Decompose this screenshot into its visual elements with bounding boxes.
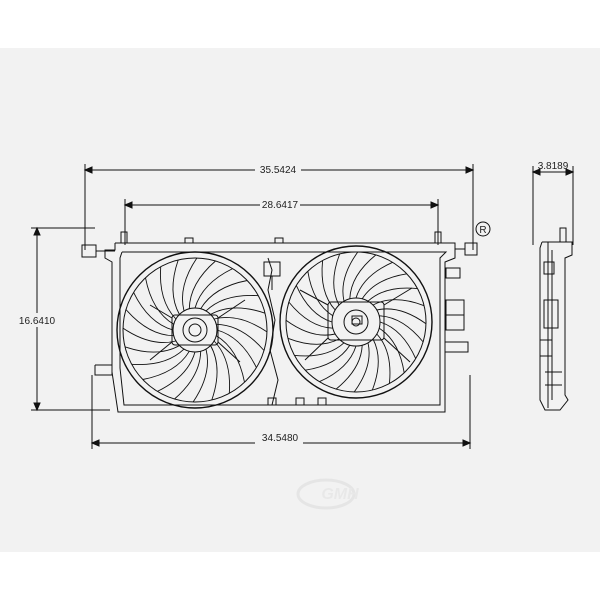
right-fan-blade bbox=[305, 344, 351, 371]
left-fan-blade bbox=[131, 348, 185, 366]
right-fan-blade bbox=[294, 342, 345, 357]
dim-label-overall-height: 16.6410 bbox=[19, 316, 56, 327]
left-fan-blade bbox=[188, 260, 216, 309]
left-fan-blade bbox=[125, 309, 174, 337]
dim-label-fan-center-width: 28.6417 bbox=[262, 200, 299, 211]
right-fan-blade bbox=[361, 273, 407, 300]
right-fan-blade bbox=[321, 260, 336, 311]
right-fan-blade bbox=[319, 345, 357, 383]
right-fan-blade bbox=[372, 299, 425, 307]
right-fan-blade bbox=[376, 308, 427, 325]
right-fan-blade bbox=[342, 251, 359, 302]
dim-label-overall-width-top: 35.5424 bbox=[260, 165, 297, 176]
left-fan-blade bbox=[192, 348, 208, 403]
label-bg-center bbox=[260, 197, 300, 211]
fan-shroud-frame bbox=[81, 231, 478, 413]
label-bg-height bbox=[15, 313, 59, 327]
label-bg-bottom bbox=[255, 431, 303, 445]
left-fan-blade bbox=[210, 345, 218, 401]
left-fan-blade bbox=[216, 323, 265, 351]
left-fan-blade bbox=[172, 259, 180, 315]
left-fan-blade bbox=[216, 329, 257, 368]
drawing-background bbox=[0, 48, 600, 552]
right-fan bbox=[279, 245, 433, 399]
registered-mark-icon bbox=[475, 221, 491, 237]
left-fan-blade bbox=[210, 307, 266, 315]
label-bg-top bbox=[255, 162, 301, 176]
right-fan-blade bbox=[355, 261, 393, 299]
right-fan-blade bbox=[378, 327, 405, 373]
left-fan-blade bbox=[213, 340, 231, 394]
dim-label-overall-width-bottom: 34.5480 bbox=[262, 433, 299, 444]
right-fan-blade bbox=[333, 253, 341, 306]
watermark-text: GMH bbox=[321, 486, 359, 503]
dimension-side-depth bbox=[531, 166, 575, 245]
left-fan-blade bbox=[133, 292, 174, 331]
right-fan-blade bbox=[376, 333, 391, 384]
dim-label-side-depth: 3.8189 bbox=[538, 161, 569, 172]
left-fan-blade bbox=[194, 268, 233, 309]
right-fan-blade bbox=[335, 345, 363, 390]
right-fan-blade bbox=[379, 321, 417, 359]
registered-mark-letter: R bbox=[479, 225, 486, 236]
right-fan-blade bbox=[349, 254, 377, 299]
left-fan-blade bbox=[145, 277, 174, 325]
left-fan-blade bbox=[157, 351, 196, 392]
right-fan-blade bbox=[288, 301, 333, 329]
left-fan-blade bbox=[159, 266, 177, 320]
left-fan-blade bbox=[216, 335, 245, 383]
right-fan-blade bbox=[287, 337, 340, 345]
left-fan bbox=[116, 251, 274, 409]
right-fan-blade bbox=[285, 319, 336, 336]
right-fan-blade bbox=[353, 342, 370, 393]
left-fan-blade bbox=[124, 345, 180, 353]
right-fan-blade bbox=[379, 315, 424, 343]
right-fan-blade bbox=[371, 338, 379, 391]
left-fan-blade bbox=[142, 351, 190, 380]
watermark-logo: GMH bbox=[296, 478, 359, 510]
left-fan-blade bbox=[205, 294, 259, 312]
left-fan-blade bbox=[182, 257, 198, 312]
left-fan-blade bbox=[174, 351, 202, 400]
side-view bbox=[539, 227, 573, 411]
left-fan-blade bbox=[200, 280, 248, 309]
right-fan-blade bbox=[367, 287, 418, 302]
